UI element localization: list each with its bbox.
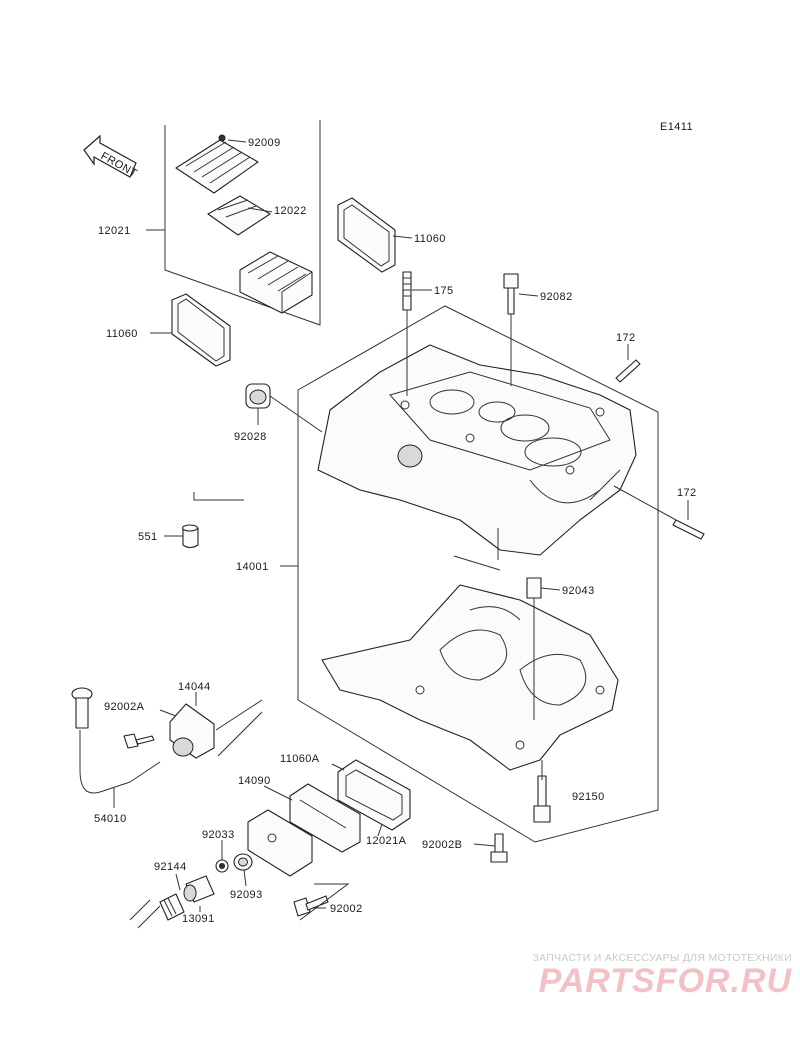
label-14044: 14044 [178,681,211,693]
label-14001: 14001 [236,561,269,573]
label-12022: 12022 [274,205,307,217]
label-92002A: 92002A [104,701,145,713]
label-92028: 92028 [234,431,267,443]
bushing-92028 [245,383,271,409]
bracket-14044 [169,703,215,759]
stud-172-right [672,519,705,540]
label-54010: 54010 [94,813,127,825]
label-14090: 14090 [238,775,271,787]
label-172-top: 172 [616,332,636,344]
gasket-11060A [337,759,411,831]
watermark-tagline: ЗАПЧАСТИ И АКСЕССУАРЫ ДЛЯ МОТОТЕХНИКИ [532,952,792,964]
leader-92144 [129,899,161,929]
watermark-logo: PARTSFOR.RU [538,962,792,1000]
label-11060-left: 11060 [106,328,138,340]
upper-crankcase [317,344,637,556]
front-arrow-icon: FRONT [83,134,139,180]
dowel-92043 [526,577,542,599]
dowel-551 [181,524,199,549]
leader-14044 [215,699,263,757]
label-92082: 92082 [540,291,573,303]
seal-92093 [233,853,253,871]
label-11060A: 11060A [280,753,320,765]
gasket-11060-top [337,197,396,273]
label-12021A: 12021A [366,835,407,847]
bolt-92082 [503,273,519,315]
reed-valve-12021A [289,783,361,853]
crankcase-outline-box [297,305,659,843]
label-92002B: 92002B [422,839,462,851]
label-11060-top: 11060 [414,233,446,245]
plug-92150 [533,775,551,823]
label-13091: 13091 [182,913,215,925]
dipstick-54010 [71,687,161,794]
bolt-92002A [123,733,155,749]
lower-crankcase [321,584,619,771]
label-92009: 92009 [248,137,281,149]
diagram-code: E1411 [660,121,693,133]
cover-14090 [247,809,313,877]
part-labels: 92009 12022 12021 11060 175 92082 11060 … [94,137,697,925]
label-12021: 12021 [98,225,131,237]
stud-172-top [615,359,641,383]
reed-valve-group [164,120,321,326]
label-92002: 92002 [330,903,363,915]
stud-175 [402,271,412,311]
leader-lines [113,139,689,912]
label-92033: 92033 [202,829,235,841]
bolt-92002B [490,833,508,863]
bolt-92002 [293,895,329,917]
collar-13091 [183,875,215,903]
label-92144: 92144 [154,861,187,873]
washer-92033 [215,859,229,873]
label-172-right: 172 [677,487,697,499]
gasket-11060-left [171,293,231,367]
spring-92144 [159,893,185,921]
label-92093: 92093 [230,889,263,901]
label-92150: 92150 [572,791,605,803]
label-175: 175 [434,285,454,297]
label-92043: 92043 [562,585,595,597]
label-551: 551 [138,531,158,543]
